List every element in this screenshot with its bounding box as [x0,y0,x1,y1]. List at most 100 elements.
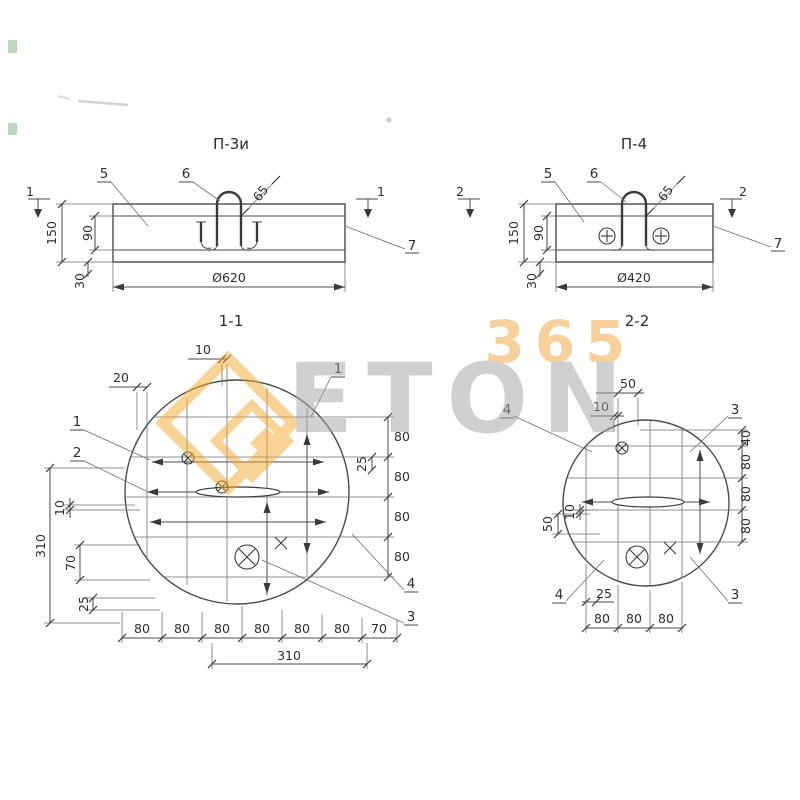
p4-dimensions-left: 150 90 30 [506,199,556,289]
part-label-5: 5 [544,166,553,182]
dim-80: 80 [394,429,410,444]
s22-dimensions-left: 50 10 25 [540,504,614,607]
watermark: 365 ETON [155,308,636,496]
dim-80: 80 [174,621,190,636]
p4-dim-65: 65 [645,175,686,217]
dim-80: 80 [738,518,753,534]
part-label-4: 4 [407,576,416,592]
dim-65: 65 [250,182,272,204]
dim-30: 30 [524,273,539,289]
dim-70: 70 [371,621,387,636]
s11-embedded-bar-lens [195,486,281,498]
view-p3i-title: П-3и [213,135,249,153]
s11-slab-plan-outline [124,379,350,605]
scan-mark-green [8,123,17,135]
part-label-4: 4 [503,402,512,418]
dim-65: 65 [655,182,677,204]
dim-80: 80 [594,611,610,626]
p4-lifting-loop [620,190,648,246]
part-label-7: 7 [774,236,783,252]
dim-80: 80 [394,549,410,564]
s11-dimensions-right: 80 80 80 80 25 [310,412,410,582]
s11-dimensions-bottom: 80 80 80 80 80 80 70 310 [117,606,402,669]
part-label-1: 1 [73,414,82,430]
view-p3i: П-3и 1 1 [26,135,419,292]
p4-dim-diameter: Ø420 [555,262,714,292]
dim-10: 10 [562,504,577,520]
dim-310: 310 [33,534,48,558]
p3i-section-mark-left: 1 [26,184,50,218]
dim-80: 80 [294,621,310,636]
section-2-2-title: 2-2 [625,312,650,330]
dim-25: 25 [354,456,369,472]
section-mark-number: 1 [377,184,385,199]
s22-dimensions-bottom: 80 80 80 [581,564,687,633]
dim-25: 25 [76,596,91,612]
dim-30: 30 [72,273,87,289]
dim-10: 10 [195,342,211,357]
s22-embedded-bar-lens [611,496,685,508]
view-p4: П-4 2 2 [456,135,785,292]
dim-80: 80 [626,611,642,626]
dim-80: 80 [334,621,350,636]
dim-80: 80 [134,621,150,636]
part-label-3: 3 [731,402,740,418]
p4-section-mark-left: 2 [456,184,480,218]
part-label-7: 7 [408,238,417,254]
dim-diameter: Ø620 [212,270,246,285]
dim-10: 10 [593,399,609,414]
scan-smudge [57,95,71,100]
section-arrow-icon [364,209,372,218]
scan-dot [386,117,392,123]
dim-80: 80 [214,621,230,636]
p3i-dim-diameter: Ø620 [112,262,346,292]
p3i-dimensions-left: 150 90 30 [44,199,113,289]
section-mark-number: 1 [26,184,34,199]
s11-anchor-symbols [181,451,288,570]
p3i-part-labels: 5 6 7 [97,166,419,254]
view-p4-title: П-4 [621,135,647,153]
dim-70: 70 [63,555,78,571]
dim-90: 90 [531,225,546,241]
p3i-dim-65: 65 [240,175,281,217]
part-label-3: 3 [407,609,416,625]
section-mark-number: 2 [456,184,464,199]
p4-part-labels: 5 6 7 [541,166,785,252]
s22-anchor-symbols [615,441,677,569]
section-mark-number: 2 [739,184,747,199]
part-label-1: 1 [334,361,343,377]
section-1-1-title: 1-1 [219,312,244,330]
s22-dimensions-top: 50 10 [590,376,644,432]
scan-mark-green [8,40,17,53]
scan-artifacts [8,40,392,135]
dim-80: 80 [738,486,753,502]
dim-50: 50 [540,516,555,532]
part-label-5: 5 [100,166,109,182]
dim-40: 40 [738,430,753,446]
dim-90: 90 [80,225,95,241]
section-2-2: 2-2 [500,312,753,633]
part-label-6: 6 [590,166,599,182]
dim-80: 80 [394,509,410,524]
watermark-brand: ETON [287,343,636,455]
section-arrow-icon [728,209,736,218]
p3i-slab-outline [112,203,346,263]
watermark-number: 365 [484,308,635,376]
dim-150: 150 [506,221,521,245]
dim-50: 50 [620,376,636,391]
p4-bar-section-symbols [598,227,670,245]
scan-smudge [77,99,129,107]
s22-dimensions-right: 40 80 80 80 [640,425,753,547]
s22-part-labels: 4 3 4 3 [500,402,742,604]
s22-slab-plan-outline [562,419,730,587]
p3i-lifting-loop [215,190,243,246]
dim-150: 150 [44,221,59,245]
dim-10: 10 [52,500,67,516]
watermark-logo-icon [155,350,301,496]
section-arrow-icon [466,209,474,218]
dim-total-310: 310 [277,648,301,663]
s11-dimensions-left: 310 10 70 25 [33,463,160,628]
part-label-2: 2 [73,445,82,461]
p3i-section-mark-right: 1 [356,184,385,218]
